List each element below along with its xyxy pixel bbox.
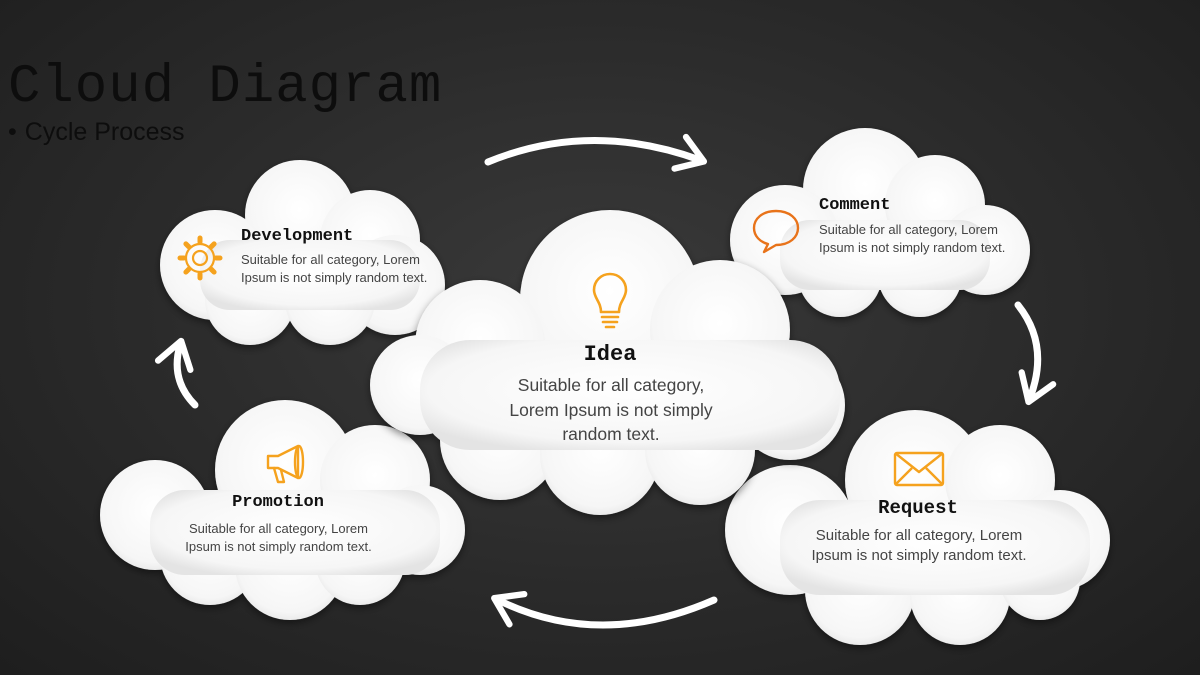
page-title: Cloud Diagram [8,57,443,118]
page-subtitle: •Cycle Process [8,118,185,147]
node-label-development: Development [241,227,354,246]
arrow-comment-to-request [1014,301,1057,406]
cloud-promotion [100,400,465,620]
cloud-request [725,410,1110,645]
gear-icon [177,235,223,281]
cloud-idea [370,210,845,515]
node-description-promotion: Suitable for all category, Lorem Ipsum i… [185,521,372,554]
node-description-request: Suitable for all category, Lorem Ipsum i… [811,527,1027,565]
megaphone-icon [266,444,305,484]
node-description-development: Suitable for all category, Lorem Ipsum i… [241,252,428,285]
speech-bubble-icon [752,209,800,254]
node-label-comment: Comment [819,196,891,215]
envelope-icon [893,451,945,487]
node-label-request: Request [878,497,958,519]
bullet-marker: • [8,118,17,146]
arrow-request-to-promotion [491,590,718,629]
node-label-promotion: Promotion [232,493,324,512]
subtitle-text: Cycle Process [24,118,185,146]
lightbulb-icon [592,272,628,329]
node-description-comment: Suitable for all category, Lorem Ipsum i… [819,222,1006,255]
arrow-promotion-to-development [154,337,199,409]
node-label-idea: Idea [583,342,637,367]
cloud-comment [730,128,1030,317]
cloud-development [160,160,445,345]
arrow-development-to-comment [484,133,708,172]
node-description-idea: Suitable for all category, Lorem Ipsum i… [509,375,713,444]
